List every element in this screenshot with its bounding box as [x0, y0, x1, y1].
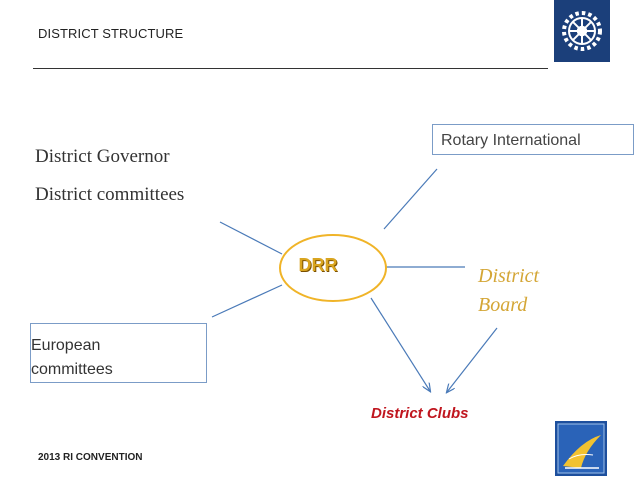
header-divider — [33, 68, 548, 69]
lisboa-logo-graphic — [557, 423, 605, 474]
district-board-label: District Board — [478, 262, 539, 320]
district-clubs-label: District Clubs — [371, 405, 469, 422]
european-committees-line1: European — [31, 337, 101, 354]
rotary-international-box: Rotary International — [432, 124, 634, 155]
connector-rotary-drr — [383, 168, 438, 230]
rotary-wheel-icon — [554, 0, 610, 62]
footer-text: 2013 RI CONVENTION — [38, 452, 143, 463]
rotary-wheel-graphic — [562, 11, 602, 51]
drr-node — [279, 234, 387, 302]
district-board-line1: District — [478, 265, 540, 287]
district-board-line2: Board — [478, 294, 528, 316]
european-committees-box: European committees — [30, 323, 207, 383]
district-committees-label: District committees — [35, 184, 185, 205]
drr-label: DRR — [298, 255, 338, 275]
connector-board-clubs — [447, 327, 498, 392]
connector-drr-clubs — [370, 297, 430, 391]
lisboa-convention-logo-icon — [555, 421, 607, 476]
connector-committees-drr — [219, 221, 283, 255]
connector-european-drr — [211, 284, 283, 318]
district-governor-label: District Governor — [35, 146, 170, 167]
page-title: DISTRICT STRUCTURE — [38, 26, 184, 41]
rotary-international-label: Rotary International — [441, 132, 581, 149]
european-committees-line2: committees — [31, 361, 113, 378]
